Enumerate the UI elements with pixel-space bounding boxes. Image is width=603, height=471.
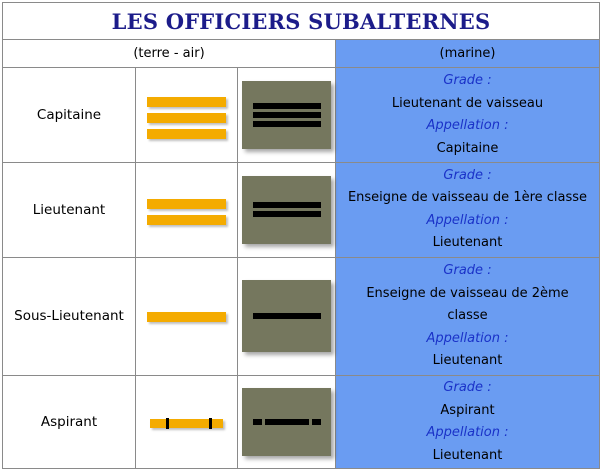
army-insignia <box>147 311 226 322</box>
navy-appellation: Lieutenant <box>432 447 503 463</box>
navy-insignia-cell <box>237 162 336 258</box>
grade-label: Grade : <box>443 167 492 183</box>
appellation-label: Appellation : <box>426 212 509 228</box>
army-insignia-cell <box>135 375 238 469</box>
navy-appellation: Lieutenant <box>432 235 503 251</box>
rank-name: Sous-Lieutenant <box>2 256 136 377</box>
subheader-navy: (marine) <box>335 39 600 69</box>
stripe-segment <box>264 419 309 426</box>
black-cadet-stripe <box>252 419 321 426</box>
navy-grade: Enseigne de vaisseau de 1ère classe <box>347 190 588 206</box>
stripe-segment <box>252 419 262 426</box>
navy-insignia-cell <box>237 375 336 469</box>
navy-appellation: Lieutenant <box>432 353 503 369</box>
gold-stripe <box>147 199 226 210</box>
navy-grade: Aspirant <box>440 402 495 418</box>
grade-label: Grade : <box>443 380 492 396</box>
navy-insignia <box>242 175 331 244</box>
navy-insignia-cell <box>237 256 336 377</box>
navy-insignia-cell <box>237 67 336 163</box>
rank-row: Capitaine Grade : Lieutenant de vaisseau <box>2 67 600 163</box>
black-stripe <box>252 313 321 320</box>
grade-label: Grade : <box>443 73 492 89</box>
black-stripe <box>252 121 321 128</box>
navy-insignia <box>242 388 331 457</box>
rank-name: Lieutenant <box>2 162 136 258</box>
navy-equivalent: Grade : Lieutenant de vaisseau Appellati… <box>335 67 600 163</box>
army-insignia-cell <box>135 67 238 163</box>
navy-grade: Enseigne de vaisseau de 2ème classe <box>366 285 569 324</box>
rank-row: Lieutenant Grade : Enseigne de vaisseau … <box>2 162 600 258</box>
navy-equivalent: Grade : Enseigne de vaisseau de 1ère cla… <box>335 162 600 258</box>
rank-row: Aspirant Gra <box>2 375 600 469</box>
black-stripe <box>252 202 321 209</box>
black-stripe <box>252 103 321 110</box>
gold-cadet-stripe <box>150 417 223 429</box>
gold-stripe <box>147 311 226 322</box>
navy-equivalent: Grade : Aspirant Appellation : Lieutenan… <box>335 375 600 469</box>
gold-stripe <box>147 215 226 226</box>
army-insignia <box>147 96 226 139</box>
rank-row: Sous-Lieutenant Grade : Enseigne de vais… <box>2 256 600 377</box>
gold-stripe <box>147 128 226 139</box>
navy-appellation: Capitaine <box>436 140 499 156</box>
appellation-label: Appellation : <box>426 425 509 441</box>
subheader-army-air: (terre - air) <box>2 39 336 69</box>
rank-name: Aspirant <box>2 375 136 469</box>
black-stripe <box>252 211 321 218</box>
appellation-label: Appellation : <box>426 330 509 346</box>
stripe-segment <box>311 419 321 426</box>
navy-grade: Lieutenant de vaisseau <box>391 95 544 111</box>
rank-name: Capitaine <box>2 67 136 163</box>
black-tick <box>209 417 212 429</box>
gold-stripe <box>147 96 226 107</box>
army-insignia <box>147 199 226 226</box>
black-stripe <box>252 112 321 119</box>
appellation-label: Appellation : <box>426 118 509 134</box>
navy-insignia <box>242 280 331 353</box>
navy-equivalent: Grade : Enseigne de vaisseau de 2ème cla… <box>335 256 600 377</box>
gold-stripe <box>147 112 226 123</box>
grade-label: Grade : <box>443 263 492 279</box>
army-insignia-cell <box>135 256 238 377</box>
black-tick <box>166 417 169 429</box>
page-title: LES OFFICIERS SUBALTERNES <box>2 1 600 41</box>
army-insignia <box>150 417 223 429</box>
navy-insignia <box>242 81 331 150</box>
army-insignia-cell <box>135 162 238 258</box>
